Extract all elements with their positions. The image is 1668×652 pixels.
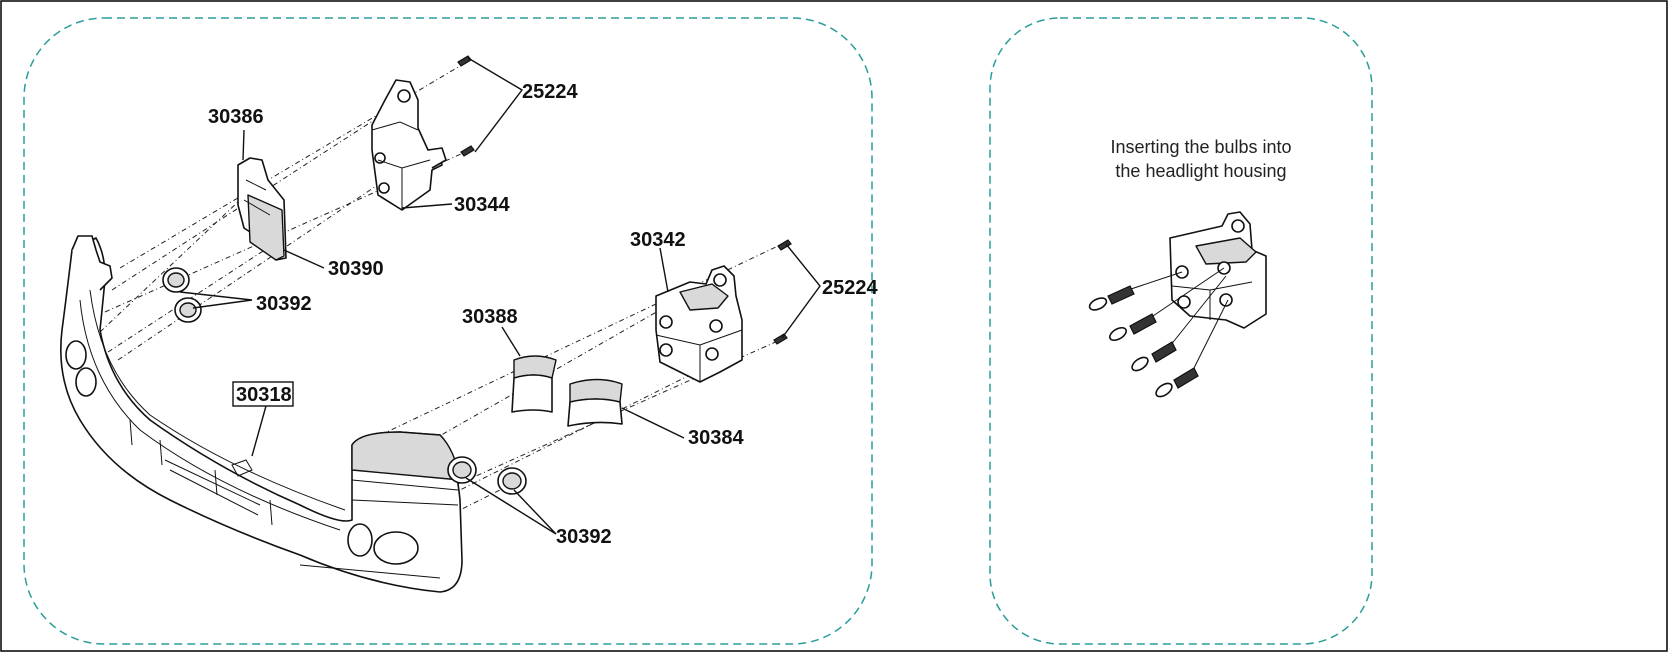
label-housing-30342: 30342: [630, 229, 686, 251]
lens-part-30384: [567, 378, 623, 427]
label-housing-30344: 30344: [454, 194, 510, 216]
label-lens-30384: 30384: [688, 427, 744, 449]
bulb-2: [1109, 313, 1157, 342]
label-screws-top: 25224: [522, 81, 578, 103]
label-bracket-30386: 30386: [208, 106, 264, 128]
label-bumper-box: [232, 381, 294, 407]
housing-part-30342: [655, 265, 743, 383]
rings-right: [447, 456, 527, 495]
right-panel-drawing: Inserting the bulbs into the headlight h…: [1088, 137, 1292, 398]
left-panel-drawing: 25224 30386 30344 30390 30392 30342 2522…: [60, 55, 878, 593]
label-bumper-30318: 30318: [236, 384, 292, 406]
label-screws-right: 25224: [822, 277, 878, 299]
bracket-part-30386: [237, 157, 287, 261]
leader-lines: [179, 57, 821, 535]
housing-with-bulbs: [1088, 211, 1267, 398]
bulb-1: [1088, 285, 1135, 311]
left-panel-border: [23, 17, 873, 645]
bulb-3: [1131, 341, 1177, 372]
label-lens-30388: 30388: [462, 306, 518, 328]
lens-part-30388: [511, 355, 557, 413]
part-labels: 25224 30386 30344 30390 30392 30342 2522…: [208, 81, 878, 548]
screws-top: [457, 55, 475, 157]
housing-part-30344: [371, 79, 447, 211]
caption-line-2: the headlight housing: [1115, 161, 1286, 181]
right-panel-border: [989, 17, 1373, 645]
bumper-part: [60, 235, 463, 593]
rings-left: [162, 267, 202, 323]
caption-line-1: Inserting the bulbs into: [1110, 137, 1291, 157]
label-lens-30390: 30390: [328, 258, 384, 280]
label-rings-left: 30392: [256, 293, 312, 315]
bulb-4: [1155, 367, 1199, 398]
label-rings-right: 30392: [556, 526, 612, 548]
